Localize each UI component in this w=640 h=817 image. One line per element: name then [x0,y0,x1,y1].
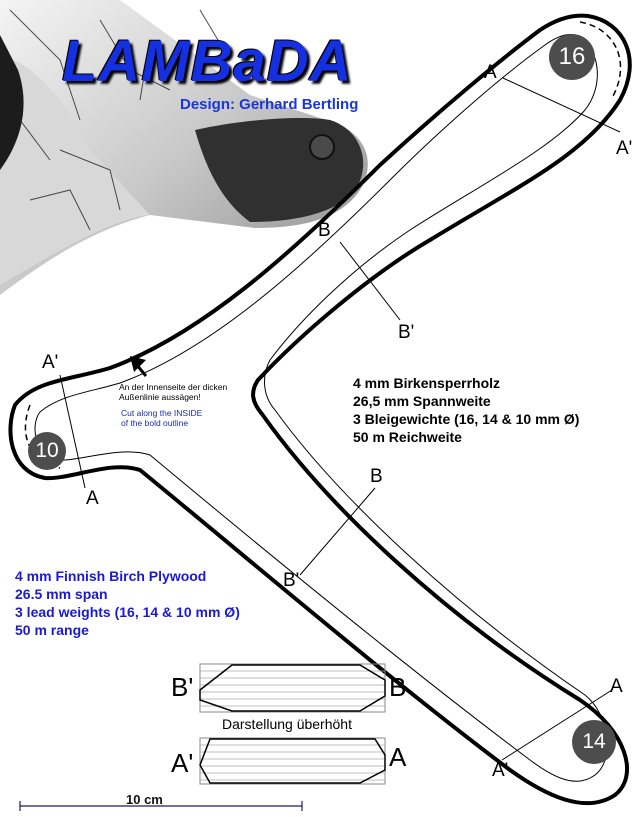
spec-line: 50 m range [15,622,89,638]
note-line: An der Innenseite der dicken [119,382,228,392]
cross-section-b [199,663,386,713]
cross-section-caption: Darstellung überhöht [222,716,352,732]
note-line: Außenlinie aussägen! [119,392,201,402]
weight-disc-10: 10 [28,432,66,470]
cross-label-b-right: B [389,672,407,702]
design-title: LAMBaDA [62,29,353,94]
spec-line: 3 Bleigewichte (16, 14 & 10 mm Ø) [353,411,580,427]
spec-line: 3 lead weights (16, 14 & 10 mm Ø) [15,604,240,620]
specs-english: 4 mm Finnish Birch Plywood 26.5 mm span … [15,567,240,639]
spec-line: 4 mm Birkensperrholz [353,375,501,391]
section-label-a-left-prime: A' [42,352,59,373]
section-label-b-top-prime: B' [398,322,415,343]
section-label-a-top: A [484,62,497,83]
scale-label: 10 cm [126,792,163,807]
cross-label-a-right: A [389,742,407,772]
section-lines [59,77,621,761]
inner-profile-line [34,34,608,782]
weight-disc-14: 14 [572,720,616,764]
specs-german: 4 mm Birkensperrholz 26,5 mm Spannweite … [353,374,579,446]
cross-label-b-left: B' [171,672,194,702]
spec-line: 26,5 mm Spannweite [353,393,491,409]
designer-credit: Design: Gerhard Bertling [180,96,359,113]
spec-line: 50 m Reichweite [353,429,462,445]
note-line: Cut along the INSIDE [121,408,203,418]
arrow-pointer [130,356,148,377]
cross-label-a-left: A' [171,748,194,778]
section-label-a-right: A [610,676,623,697]
cut-note-german: An der Innenseite der dicken Außenlinie … [119,382,227,402]
section-label-b-low: B [370,466,383,487]
section-label-a-right-prime: A' [492,760,509,781]
outer-outline [8,13,632,806]
weight-label: 16 [558,43,586,70]
scale-bar [19,801,303,811]
section-label-a-left: A [86,488,99,509]
weight-label: 10 [35,439,59,462]
note-line: of the bold outline [121,418,189,428]
weight-label: 14 [582,730,606,753]
section-label-b-top: B [318,220,331,241]
boomerang-photo [0,0,390,300]
cross-section-a [199,737,386,785]
section-label-b-low-prime: B' [283,570,300,591]
spec-line: 26.5 mm span [15,586,108,602]
weight-disc-16: 16 [549,34,595,80]
cut-note-english: Cut along the INSIDE of the bold outline [121,408,202,428]
section-label-a-top-prime: A' [616,138,633,159]
spec-line: 4 mm Finnish Birch Plywood [15,568,207,584]
